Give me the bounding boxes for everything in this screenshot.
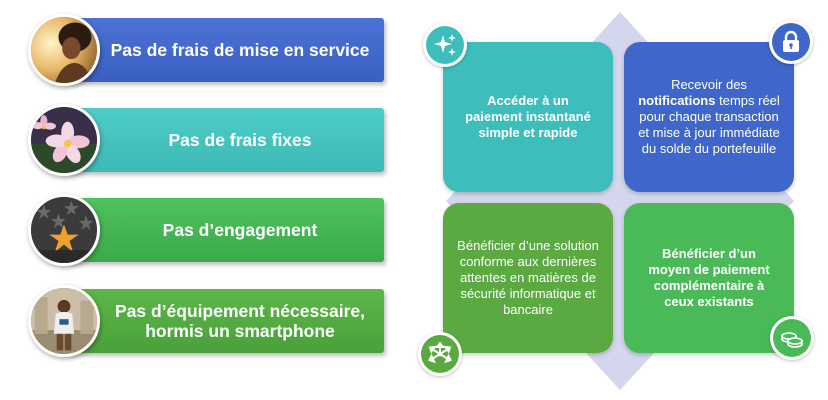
- benefit-label: Pas de frais de mise en service: [110, 39, 370, 60]
- feature-complementary-payment: Bénéficier d’un moyen de paiement complé…: [624, 203, 794, 353]
- feature-instant-payment: Accéder à un paiement instantané simple …: [443, 42, 613, 192]
- benefit-label: Pas d’engagement: [162, 219, 318, 240]
- benefit-row-setup-fees: Pas de frais de mise en service: [28, 14, 386, 86]
- sparkle-icon: [423, 23, 467, 67]
- coins-icon: [770, 316, 814, 360]
- arrows-icon: [418, 332, 462, 376]
- feature-text: Accéder à un paiement instantané simple …: [465, 93, 591, 140]
- benefit-label-line2: hormis un smartphone: [145, 321, 335, 341]
- feature-notifications: Recevoir des notifications temps réel po…: [624, 42, 794, 192]
- feature-text-bold: notifications: [638, 93, 716, 109]
- star-icon: [28, 194, 100, 266]
- benefit-banner: Pas de frais fixes: [66, 108, 384, 172]
- feature-text-start: Recevoir des: [671, 77, 747, 93]
- benefit-row-commitment: Pas d’engagement: [28, 194, 386, 266]
- benefit-banner: Pas d’engagement: [66, 198, 384, 262]
- flower-icon: [28, 104, 100, 176]
- feature-text: Bénéficier d’une solution conforme aux d…: [457, 238, 599, 317]
- feature-security: Bénéficier d’une solution conforme aux d…: [443, 203, 613, 353]
- benefit-row-equipment: Pas d’équipement nécessaire, hormis un s…: [28, 285, 386, 357]
- feature-text: Bénéficier d’un moyen de paiement complé…: [648, 246, 770, 309]
- lock-icon: [769, 20, 813, 64]
- feature-text-end: temps réel pour chaque transaction et mi…: [638, 93, 780, 156]
- benefit-label: Pas de frais fixes: [168, 129, 312, 150]
- portrait-icon: [28, 14, 100, 86]
- benefit-banner: Pas de frais de mise en service: [66, 18, 384, 82]
- feature-text: Recevoir des notifications temps réel po…: [636, 77, 782, 156]
- benefit-row-fixed-fees: Pas de frais fixes: [28, 104, 386, 176]
- benefit-banner: Pas d’équipement nécessaire, hormis un s…: [66, 289, 384, 353]
- person-icon: [28, 285, 100, 357]
- benefit-label: Pas d’équipement nécessaire,: [115, 300, 365, 321]
